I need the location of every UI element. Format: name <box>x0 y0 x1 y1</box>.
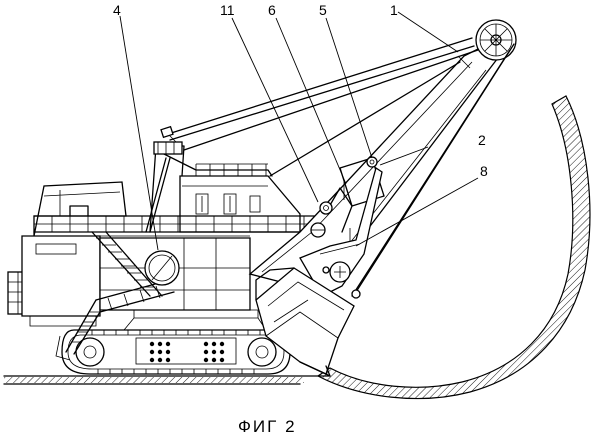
crawler-track <box>61 309 291 375</box>
boom-bracket <box>339 157 385 207</box>
drive-sprocket <box>247 337 277 367</box>
track-shoes <box>91 330 261 374</box>
rock-face <box>316 95 591 400</box>
dipper-bucket <box>255 267 355 377</box>
label-5: 5 <box>319 2 327 18</box>
label-4: 4 <box>113 2 121 18</box>
label-11: 11 <box>220 2 235 18</box>
label-6: 6 <box>268 2 276 18</box>
part-labels: 1 2 4 5 6 8 11 <box>113 2 488 179</box>
label-8: 8 <box>480 163 488 179</box>
suspension-ropes <box>160 37 479 177</box>
boom-point-sheave <box>475 19 517 61</box>
ground <box>3 375 331 385</box>
shipper-shaft-drum <box>144 250 180 286</box>
label-2: 2 <box>478 132 486 148</box>
figure-caption: ФИГ 2 <box>238 417 297 436</box>
leader-lines <box>119 11 479 251</box>
cab-and-a-frame <box>145 141 301 233</box>
rear-housing <box>33 181 127 237</box>
dipper-handle <box>299 166 383 299</box>
hoist-ropes <box>351 43 515 297</box>
deck-railing <box>33 215 321 233</box>
label-1: 1 <box>390 2 398 18</box>
track-frame-holes <box>149 341 225 363</box>
saddle-block <box>319 201 333 215</box>
